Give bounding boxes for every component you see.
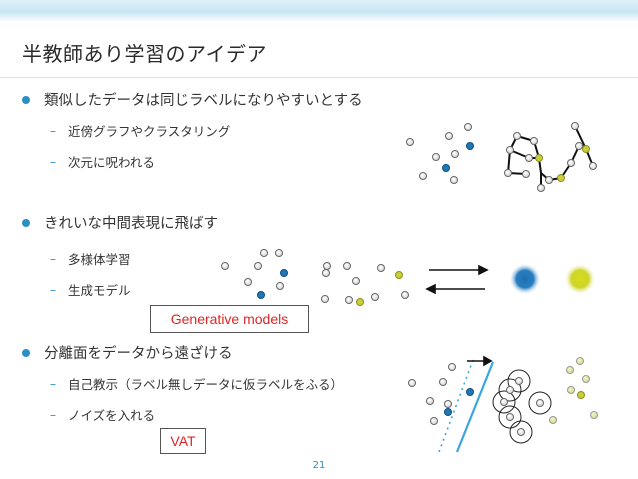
section-1-label: 類似したデータは同じラベルになりやすいとする [44, 93, 363, 109]
sub-item-1-2: – 次元に呪われる [50, 152, 155, 171]
vat-tag: VAT [160, 428, 206, 454]
labeled-blue-point [466, 142, 474, 150]
unlabeled-points [221, 249, 409, 304]
bullet-section-1: 類似したデータは同じラベルになりやすいとする [22, 89, 363, 110]
sub-item-label: 近傍グラフやクラスタリング [68, 124, 231, 139]
bullet-section-3: 分離面をデータから遠ざける [22, 342, 233, 363]
dash-icon: – [50, 123, 56, 138]
mapping-arrows [425, 264, 489, 295]
vat-separator-figure [408, 355, 598, 453]
labeled-blue-point [257, 291, 265, 299]
title-divider [0, 77, 638, 78]
bullet-dot-icon [22, 348, 30, 357]
perturbation-circles [492, 369, 552, 444]
generative-models-tag: Generative models [150, 305, 309, 333]
new-separator-line [455, 361, 495, 453]
sub-item-label: ノイズを入れる [68, 408, 156, 423]
unlabeled-points-perturbed [500, 377, 544, 436]
labeled-yellow-point [582, 145, 590, 153]
labeled-blue-point [444, 408, 452, 416]
labeled-yellow-point [356, 298, 364, 306]
bullet-dot-icon [22, 218, 30, 227]
labeled-yellow-point [535, 154, 543, 162]
header-gradient-bar [0, 0, 638, 22]
labeled-blue-point [280, 269, 288, 277]
blue-cluster-blob [509, 263, 541, 295]
dash-icon: – [50, 376, 56, 391]
unlabeled-points [406, 123, 472, 184]
yellow-class-points [549, 357, 598, 424]
sub-item-3-1: – 自己教示（ラベル無しデータに仮ラベルをふる） [50, 374, 343, 393]
labeled-blue-point [466, 388, 474, 396]
labeled-yellow-point [557, 174, 565, 182]
page-number: 21 [312, 460, 326, 471]
sub-item-label: 次元に呪われる [68, 155, 155, 170]
labeled-yellow-point [577, 391, 585, 399]
old-separator-line [438, 359, 474, 453]
generative-model-figure [221, 249, 596, 306]
sub-item-label: 多様体学習 [68, 252, 131, 267]
sub-item-1-1: – 近傍グラフやクラスタリング [50, 121, 230, 140]
sub-item-2-2: – 生成モデル [50, 280, 131, 299]
slide-title: 半教師あり学習のアイデア [22, 42, 267, 66]
bullet-dot-icon [22, 95, 30, 104]
labeled-blue-point [442, 164, 450, 172]
graph-nodes [504, 122, 597, 192]
labeled-yellow-point [395, 271, 403, 279]
shift-arrow [467, 355, 493, 367]
unlabeled-points [408, 363, 456, 425]
dash-icon: – [50, 407, 56, 422]
dash-icon: – [50, 154, 56, 169]
sub-item-label: 生成モデル [68, 283, 131, 298]
sub-item-3-2: – ノイズを入れる [50, 405, 155, 424]
dash-icon: – [50, 282, 56, 297]
neighbor-graph-figure [406, 122, 597, 192]
bullet-section-2: きれいな中間表現に飛ばす [22, 212, 218, 233]
yellow-cluster-blob [564, 263, 596, 295]
dash-icon: – [50, 251, 56, 266]
sub-item-label: 自己教示（ラベル無しデータに仮ラベルをふる） [68, 377, 344, 392]
section-3-label: 分離面をデータから遠ざける [44, 346, 233, 362]
section-2-label: きれいな中間表現に飛ばす [44, 216, 218, 232]
sub-item-2-1: – 多様体学習 [50, 249, 131, 268]
